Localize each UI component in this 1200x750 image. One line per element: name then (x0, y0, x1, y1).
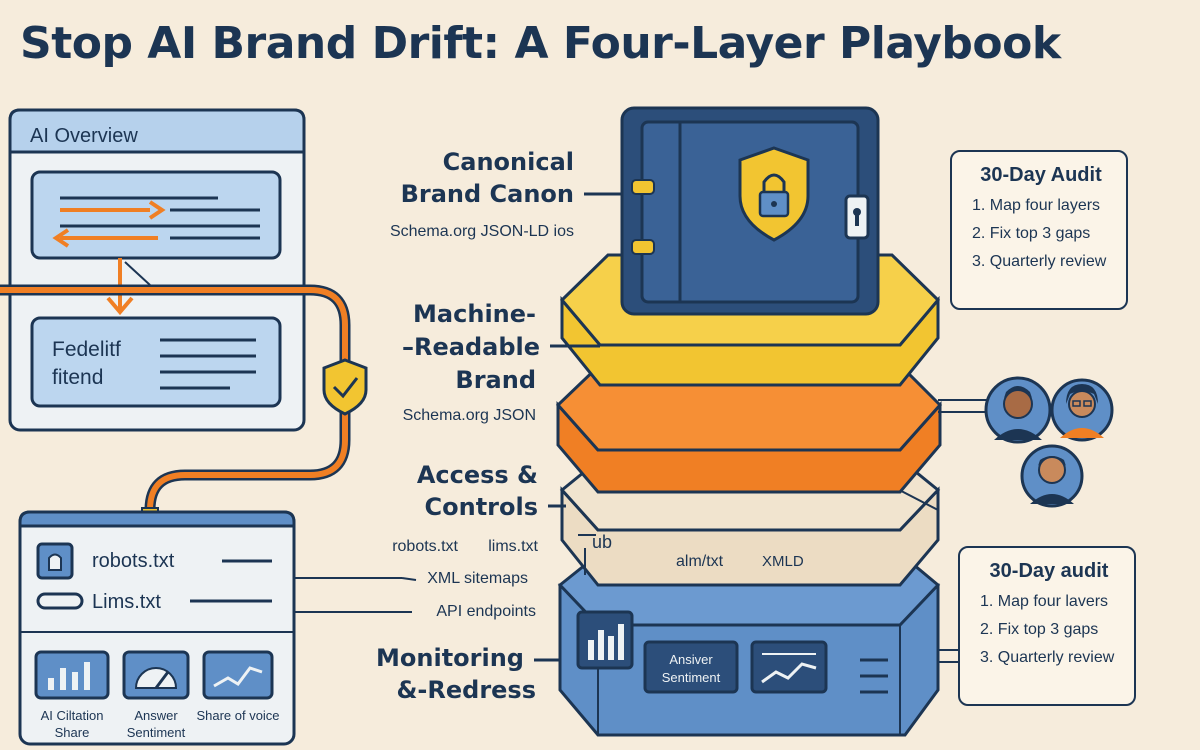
monitoring-labels: Monitoring &-Redress (376, 644, 560, 704)
robots-label: robots.txt (92, 550, 175, 572)
ai-overview-panel: AI Overview Fedelitf fitend (8, 108, 306, 432)
canon-labels: Canonical Brand Canon Schema.org JSON-LD… (390, 148, 622, 240)
monitoring-label-2: &-Redress (396, 676, 536, 704)
audit-top-item-1: 1. Map four layers (972, 197, 1101, 214)
trend-line-icon (750, 640, 828, 694)
fidelity-label-2: fitend (52, 366, 103, 389)
sentiment-card-label-1: Ansiver (669, 652, 713, 667)
access-label-1: Access & (417, 461, 538, 489)
keyhole-icon (844, 194, 870, 240)
robots-row: robots.txt (36, 542, 272, 580)
stack-text-2: XMLD (762, 553, 804, 570)
fidelity-card: Fedelitf fitend (30, 316, 282, 408)
page-title: Stop AI Brand Drift: A Four-Layer Playbo… (20, 18, 1061, 69)
monitoring-label-1: Monitoring (376, 644, 524, 672)
ai-overview-header: AI Overview (30, 125, 138, 147)
access-panel: robots.txt Lims.txt AI Ciltation Share (18, 510, 296, 746)
machine-label-3: Brand (455, 366, 536, 394)
answer-sentiment-label-2: Sentiment (127, 725, 186, 740)
canon-label-2: Brand Canon (401, 180, 574, 208)
sentiment-card: Ansiver Sentiment (643, 640, 739, 694)
access-labels: Access & Controls robots.txt lims.txt XM… (392, 461, 566, 620)
machine-labels: Machine- –Readable Brand Schema.org JSON (402, 300, 600, 424)
audit-box-top: 30-Day Audit 1. Map four layers 2. Fix t… (950, 150, 1128, 310)
canon-label-1: Canonical (443, 148, 574, 176)
monitor-bar-chart-icon (576, 610, 634, 670)
access-sub-robots: robots.txt (392, 538, 458, 555)
audit-bottom-item-1: 1. Map four lavers (980, 593, 1109, 610)
answer-sentiment-tile: Answer Sentiment (122, 650, 190, 740)
machine-label-2: –Readable (402, 333, 540, 361)
avatar-2 (1050, 378, 1114, 442)
audit-box-bottom: 30-Day audit 1. Map four lavers 2. Fix t… (958, 546, 1136, 706)
citation-share-label-1: AI Ciltation (41, 708, 104, 723)
canon-sub: Schema.org JSON-LD ios (390, 223, 574, 240)
share-of-voice-tile: Share of voice (196, 650, 280, 723)
brand-vault (620, 106, 880, 316)
line-chart-icon (213, 666, 263, 688)
machine-label-1: Machine- (413, 300, 536, 328)
access-sub-llms: lims.txt (488, 538, 538, 555)
access-label-2: Controls (425, 493, 539, 521)
fidelity-label-1: Fedelitf (52, 338, 121, 361)
sentiment-card-label-2: Sentiment (662, 670, 721, 685)
access-sub-sitemaps: XML sitemaps (427, 570, 528, 587)
avatar-1 (984, 376, 1052, 444)
llms-row: Lims.txt (36, 591, 272, 613)
lock-shield-icon (738, 146, 810, 242)
share-of-voice-label: Share of voice (196, 708, 279, 723)
llms-label: Lims.txt (92, 591, 161, 613)
audit-top-title: 30-Day Audit (980, 164, 1102, 186)
audit-top-item-2: 2. Fix top 3 gaps (972, 225, 1091, 242)
citation-share-tile: AI Ciltation Share (34, 650, 110, 740)
audit-bottom-item-3: 3. Quarterly review (980, 649, 1115, 666)
answer-sentiment-label-1: Answer (134, 708, 178, 723)
citation-share-label-2: Share (55, 725, 90, 740)
answer-card (30, 170, 282, 260)
check-shield-icon (322, 358, 368, 416)
avatar-3 (1020, 444, 1084, 508)
machine-sub: Schema.org JSON (403, 407, 536, 424)
audit-top-item-3: 3. Quarterly review (972, 253, 1107, 270)
audit-bottom-title: 30-Day audit (989, 560, 1109, 582)
access-sub-api: API endpoints (436, 603, 536, 620)
stack-text-1: alm/txt (676, 553, 724, 570)
gauge-icon (134, 667, 178, 689)
audit-bottom-item-2: 2. Fix top 3 gaps (980, 621, 1099, 638)
bar-chart-icon (48, 678, 54, 690)
stack-tab-label: ub (592, 532, 612, 552)
